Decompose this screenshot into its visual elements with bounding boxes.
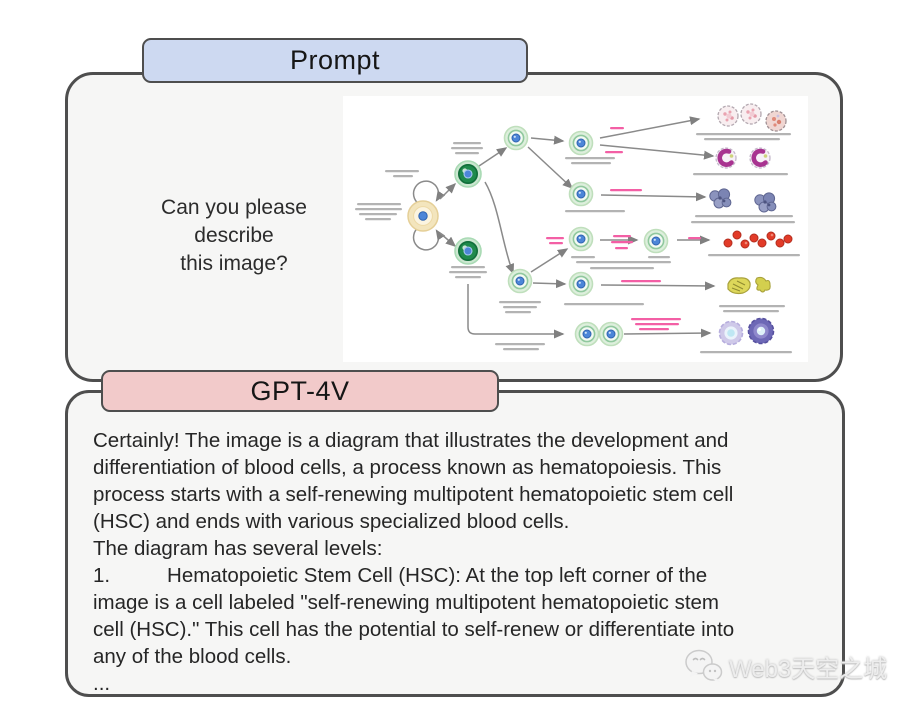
response-line: Certainly! The image is a diagram that i… — [93, 429, 729, 452]
prompt-label: Prompt — [142, 38, 528, 83]
gpt-4v-label: GPT-4V — [101, 370, 499, 412]
platelets-group — [727, 276, 771, 295]
erythroblast-cell — [643, 228, 669, 254]
gpt-4v-label-text: GPT-4V — [250, 375, 350, 406]
response-line: 1. Hematopoietic Stem Cell (HSC): At the… — [93, 564, 708, 587]
immunocyte-progenitor-cell — [568, 181, 594, 207]
response-line: cell (HSC)." This cell has the potential… — [93, 618, 735, 641]
question-line: this image? — [180, 252, 288, 275]
megakaryocyte-erythroid-progenitor-cell — [507, 268, 533, 294]
response-line: process starts with a self-renewing mult… — [93, 483, 734, 506]
mono-lymphocyte-progenitor-cell — [574, 321, 600, 347]
response-line: image is a cell labeled "self-renewing m… — [93, 591, 720, 614]
cell-caption-marks — [355, 133, 800, 354]
wechat-icon — [685, 649, 723, 683]
lineage-arrows — [412, 116, 716, 339]
common-myeloid-progenitor-cell — [454, 160, 482, 188]
gpt-response-text: Certainly! The image is a diagram that i… — [93, 427, 845, 697]
common-lymphoid-progenitor-cell — [454, 237, 482, 265]
response-line: differentiation of blood cells, a proces… — [93, 456, 722, 479]
granulocyte-macrophage-progenitor-cell — [568, 130, 594, 156]
granulocytes-group — [717, 103, 787, 132]
hematopoietic-stem-cell — [407, 200, 439, 232]
prompt-question: Can you please describe this image? — [118, 194, 350, 278]
response-line: any of the blood cells. — [93, 645, 292, 668]
hematopoiesis-diagram-image — [343, 96, 808, 362]
lymphocytes-group — [718, 317, 775, 346]
erythroid-progenitor-cell — [568, 226, 594, 252]
watermark-text: Web3天空之城 — [729, 655, 888, 683]
watermark: Web3天空之城 — [684, 648, 887, 684]
myeloid-progenitor-cell — [503, 125, 529, 151]
prompt-label-text: Prompt — [289, 45, 381, 75]
mono-lymphocyte-progenitor-cell — [598, 321, 624, 347]
question-line: describe — [194, 224, 274, 247]
response-line: The diagram has several levels: — [93, 537, 383, 560]
response-line: ... — [93, 672, 111, 695]
pink-annotation-marks — [546, 127, 701, 331]
response-line: (HSC) and ends with various specialized … — [93, 510, 570, 533]
question-line: Can you please — [161, 196, 307, 219]
self-renewal-loop-bottom-icon — [412, 226, 446, 251]
megakaryocyte-progenitor-cell — [568, 271, 594, 297]
self-renewal-loop-top-icon — [412, 180, 446, 205]
red-blood-cells-group — [723, 230, 793, 249]
